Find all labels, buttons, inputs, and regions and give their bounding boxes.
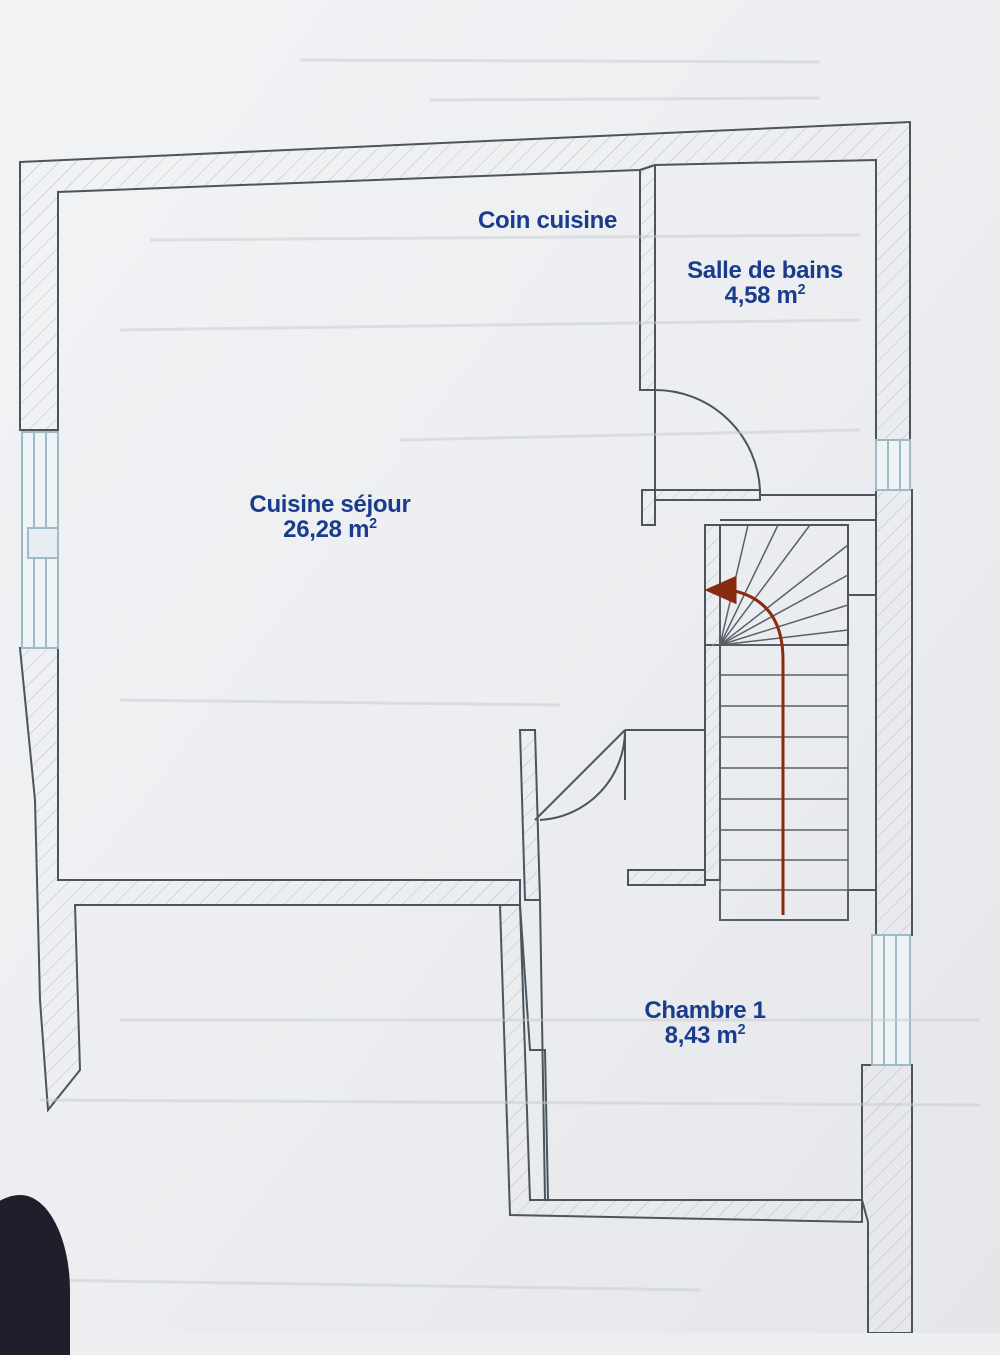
room-area: 4,58 m2 — [724, 282, 806, 310]
stair-direction-arrow — [704, 575, 785, 915]
room-name: Coin cuisine — [477, 207, 618, 234]
window-right-bath — [875, 439, 911, 491]
label-chambre-1: Chambre 1 8,43 m2 — [615, 998, 795, 1048]
door-bathroom — [654, 388, 761, 500]
window-left — [21, 431, 59, 649]
bleed-through-lines — [39, 58, 981, 1292]
room-name: Salle de bains — [687, 257, 843, 284]
room-name: Chambre 1 — [644, 997, 766, 1024]
label-salle-de-bains: Salle de bains 4,58 m2 — [665, 258, 865, 308]
window-right-bedroom — [871, 934, 911, 1066]
label-cuisine-sejour: Cuisine séjour 26,28 m2 — [225, 492, 435, 542]
door-corridor — [534, 729, 627, 821]
room-name: Cuisine séjour — [249, 491, 411, 518]
room-area: 26,28 m2 — [283, 516, 377, 544]
room-area: 8,43 m2 — [664, 1022, 746, 1050]
label-coin-cuisine: Coin cuisine — [455, 208, 640, 233]
